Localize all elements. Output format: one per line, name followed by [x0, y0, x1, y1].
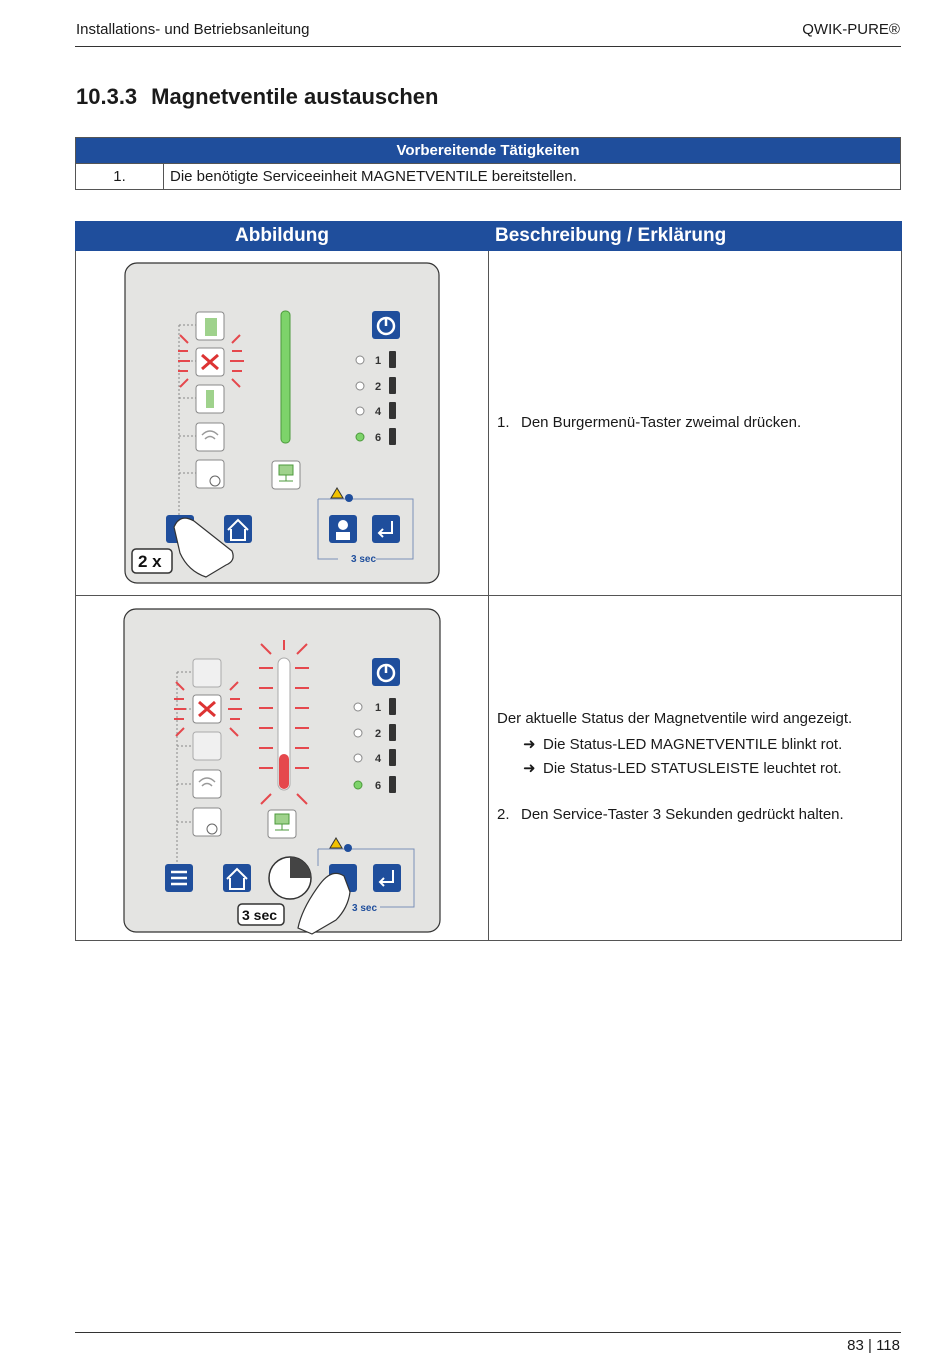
control-panel-illustration-1: 1 2 4 6 3 sec — [124, 262, 440, 584]
step-2: 2. Den Service-Taster 3 Sekunden gedrück… — [497, 803, 893, 827]
result-item: ➜ Die Status-LED MAGNETVENTILE blinkt ro… — [497, 733, 893, 757]
step-text: Den Service-Taster 3 Sekunden gedrückt h… — [521, 806, 844, 823]
header-rule — [75, 46, 901, 47]
control-panel-illustration-2: 1 2 4 6 3 sec — [123, 608, 441, 935]
led-1 — [355, 355, 365, 365]
header-left: Installations- und Betriebsanleitung — [76, 21, 310, 38]
illustration-cell: 1 2 4 6 3 sec — [75, 250, 489, 596]
table-row: 1. Die benötigte Serviceeinheit MAGNETVE… — [75, 163, 901, 190]
hold-duration-badge: 3 sec — [242, 907, 277, 923]
table-row: 1 2 4 6 3 sec — [75, 595, 902, 941]
procedure-table: Abbildung Beschreibung / Erklärung — [75, 221, 902, 941]
step-text: Den Burgermenü-Taster zweimal drücken. — [521, 414, 802, 431]
illustration-cell: 1 2 4 6 3 sec — [75, 595, 489, 941]
press-count-badge: 2 x — [138, 552, 162, 571]
cartridge-icon — [195, 459, 225, 489]
status-intro: Der aktuelle Status der Magnetventile wi… — [497, 710, 853, 727]
status-bar — [280, 310, 291, 444]
timer-label: 3 sec — [352, 903, 377, 914]
led-label: 2 — [375, 381, 381, 393]
enter-button — [373, 864, 401, 892]
pointing-finger — [297, 872, 351, 935]
section-number: 10.3.3 — [76, 84, 138, 109]
enter-button — [372, 515, 400, 543]
footer-rule — [75, 1332, 901, 1333]
section-title: 10.3.3 Magnetventile austauschen — [76, 84, 438, 110]
arrow-icon: ➜ — [523, 760, 536, 777]
led-label: 4 — [375, 753, 382, 765]
step-number: 1. — [497, 414, 510, 431]
description-cell: 1. Den Burgermenü-Taster zweimal drücken… — [488, 250, 902, 596]
cartridge-icon — [192, 807, 222, 837]
result-text: Die Status-LED MAGNETVENTILE blinkt rot. — [543, 736, 843, 753]
led-label: 6 — [375, 780, 381, 792]
pointing-finger — [173, 517, 234, 578]
timer-label: 3 sec — [351, 554, 376, 565]
led-label: 1 — [375, 355, 381, 367]
section-heading: Magnetventile austauschen — [151, 84, 439, 109]
page-number: 83 | 118 — [847, 1337, 900, 1354]
led-label: 2 — [375, 728, 381, 740]
led-6 — [353, 780, 363, 790]
led-2 — [355, 381, 365, 391]
led-6 — [355, 432, 365, 442]
led-4 — [355, 406, 365, 416]
prep-step-text: Die benötigte Serviceeinheit MAGNETVENTI… — [163, 163, 901, 190]
column-header-illustration: Abbildung — [75, 221, 489, 251]
led-2 — [353, 728, 363, 738]
step-1: 1. Den Burgermenü-Taster zweimal drücken… — [497, 411, 893, 435]
led-label: 4 — [375, 406, 382, 418]
result-item: ➜ Die Status-LED STATUSLEISTE leuchtet r… — [497, 757, 893, 781]
description-cell: Der aktuelle Status der Magnetventile wi… — [488, 595, 902, 941]
arrow-icon: ➜ — [523, 736, 536, 753]
led-1 — [353, 702, 363, 712]
step-number: 2. — [497, 806, 510, 823]
header-right: QWIK-PURE® — [802, 21, 900, 38]
result-text: Die Status-LED STATUSLEISTE leuchtet rot… — [543, 760, 842, 777]
table-row: 1 2 4 6 3 sec — [75, 250, 902, 596]
preparation-table: Vorbereitende Tätigkeiten 1. Die benötig… — [75, 137, 901, 190]
column-header-description: Beschreibung / Erklärung — [488, 221, 902, 251]
led-label: 1 — [375, 702, 381, 714]
preparation-heading: Vorbereitende Tätigkeiten — [75, 137, 901, 164]
prep-step-number: 1. — [75, 163, 164, 190]
led-4 — [353, 753, 363, 763]
led-label: 6 — [375, 432, 381, 444]
